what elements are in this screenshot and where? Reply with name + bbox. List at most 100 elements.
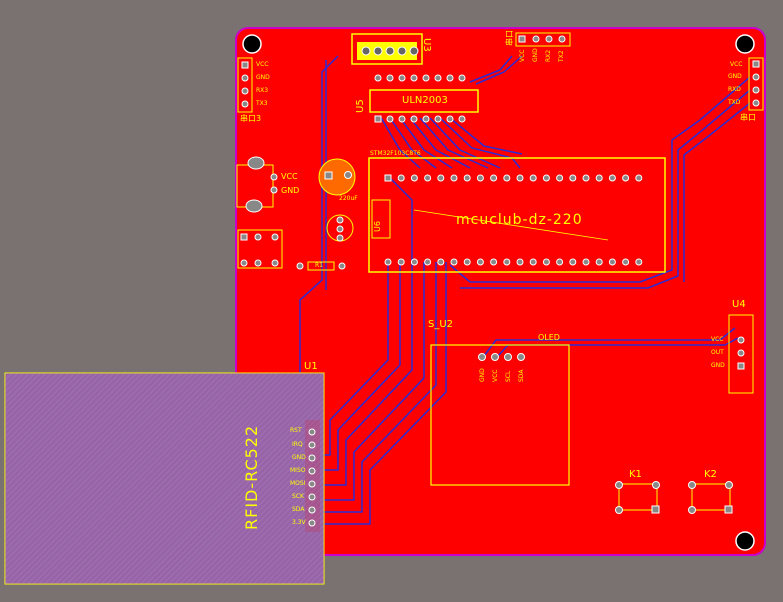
cap-value: 220uF [339,195,358,202]
mcu-pin [622,258,630,266]
header-right-pin-3: TXD [728,99,741,106]
mcu-pin [529,258,537,266]
u1-pin-1: IRQ [292,441,303,448]
rfid-pin [308,441,316,449]
transistor [326,214,354,242]
u4-sensor [728,314,754,394]
mcu-pin [503,174,511,182]
u3-ref: U3 [421,38,432,52]
mcu-pin [437,174,445,182]
rfid-module [4,372,325,585]
header-top-pin-2: RX2 [545,49,552,62]
oled-ref: OLED [538,333,560,342]
mcu-pin [437,258,445,266]
mcu-pin [569,258,577,266]
header-right-ref: 串口 [740,113,756,122]
power-pin-1: GND [281,186,300,195]
u4-ref: U4 [732,299,746,310]
power-jack [236,156,278,213]
mcu-pin [516,258,524,266]
mcu-pin [635,174,643,182]
u1-pin-5: SCK [292,493,304,500]
oled-pin-1: VCC [492,369,499,382]
mcu-pin [542,174,550,182]
mcu-ref: U6 [373,221,382,232]
mcu-pin [556,258,564,266]
u1-pin-2: GND [292,454,306,461]
u5-ref: U5 [355,99,366,113]
u1-pin-6: SDA [292,506,305,513]
rfid-module-label: RFID-RC522 [242,424,261,530]
mcu-pin [490,258,498,266]
mcu-pin [622,174,630,182]
u1-ref: U1 [304,361,318,372]
mcu-pin [608,258,616,266]
mcu-pin [635,258,643,266]
header-top [515,32,571,47]
u1-pin-3: MISO [290,467,306,474]
mcu-pin [595,174,603,182]
mcu-pin [424,258,432,266]
mcu-pin [582,174,590,182]
k2-ref: K2 [704,469,717,480]
u3-connector [351,33,423,65]
resistor-r1 [296,261,346,271]
mcu-pin [397,258,405,266]
u4-pin-1: OUT [711,349,724,356]
mcu-pin [384,258,392,266]
mcu-pin [608,174,616,182]
oled-pin-3: SDA [518,369,525,382]
header-left [237,57,253,113]
mcu-pin [595,258,603,266]
u1-pin-7: 3.3V [292,519,306,526]
header-top-ref: 串口 [505,30,514,46]
header-right [748,57,764,111]
mcu-pin [410,174,418,182]
header-left-pin-1: GND [256,74,270,81]
header-right-pin-0: VCC [730,61,743,68]
mcu-pin [490,174,498,182]
header-right-pin-2: RXD [728,86,741,93]
board-title: mcuclub-dz-220 [456,212,583,228]
mcu-pin [542,258,550,266]
header-top-pin-1: GND [532,48,539,62]
mcu-pin [424,174,432,182]
mcu-pin [410,258,418,266]
buttons [615,481,733,514]
traces [299,55,751,525]
mcu-pin [569,174,577,182]
rfid-pin [308,428,316,436]
rfid-pin [308,493,316,501]
mcu-pin [556,174,564,182]
rfid-pin [308,454,316,462]
switch-6pin [237,229,283,269]
oled-pin-0: GND [479,368,486,382]
mcu-pin [463,258,471,266]
mcu-pin [476,174,484,182]
u5-chip [369,74,479,123]
mcu-pin [529,174,537,182]
mcu-header-text: STM32F103C8T6 [370,150,421,157]
capacitor [318,158,356,196]
power-pin-0: VCC [281,172,298,181]
r1-ref: R1 [315,262,323,269]
rfid-pin [308,519,316,527]
mcu-pin [503,258,511,266]
header-left-pin-2: RX3 [256,87,269,94]
mcu-pin [516,174,524,182]
u4-pin-2: GND [711,362,725,369]
rfid-pin [308,467,316,475]
mcu-module [368,157,666,273]
s-u2-ref: S_U2 [428,319,454,330]
rfid-pin [308,506,316,514]
mcu-pin [397,174,405,182]
mcu-pin [384,174,392,182]
mcu-pin [450,258,458,266]
u1-pin-4: MOSI [290,480,306,487]
header-left-ref: 串口3 [240,114,262,123]
oled-module [430,344,570,486]
mcu-pin [476,258,484,266]
header-top-pin-3: TX2 [558,50,565,62]
mcu-pin [463,174,471,182]
